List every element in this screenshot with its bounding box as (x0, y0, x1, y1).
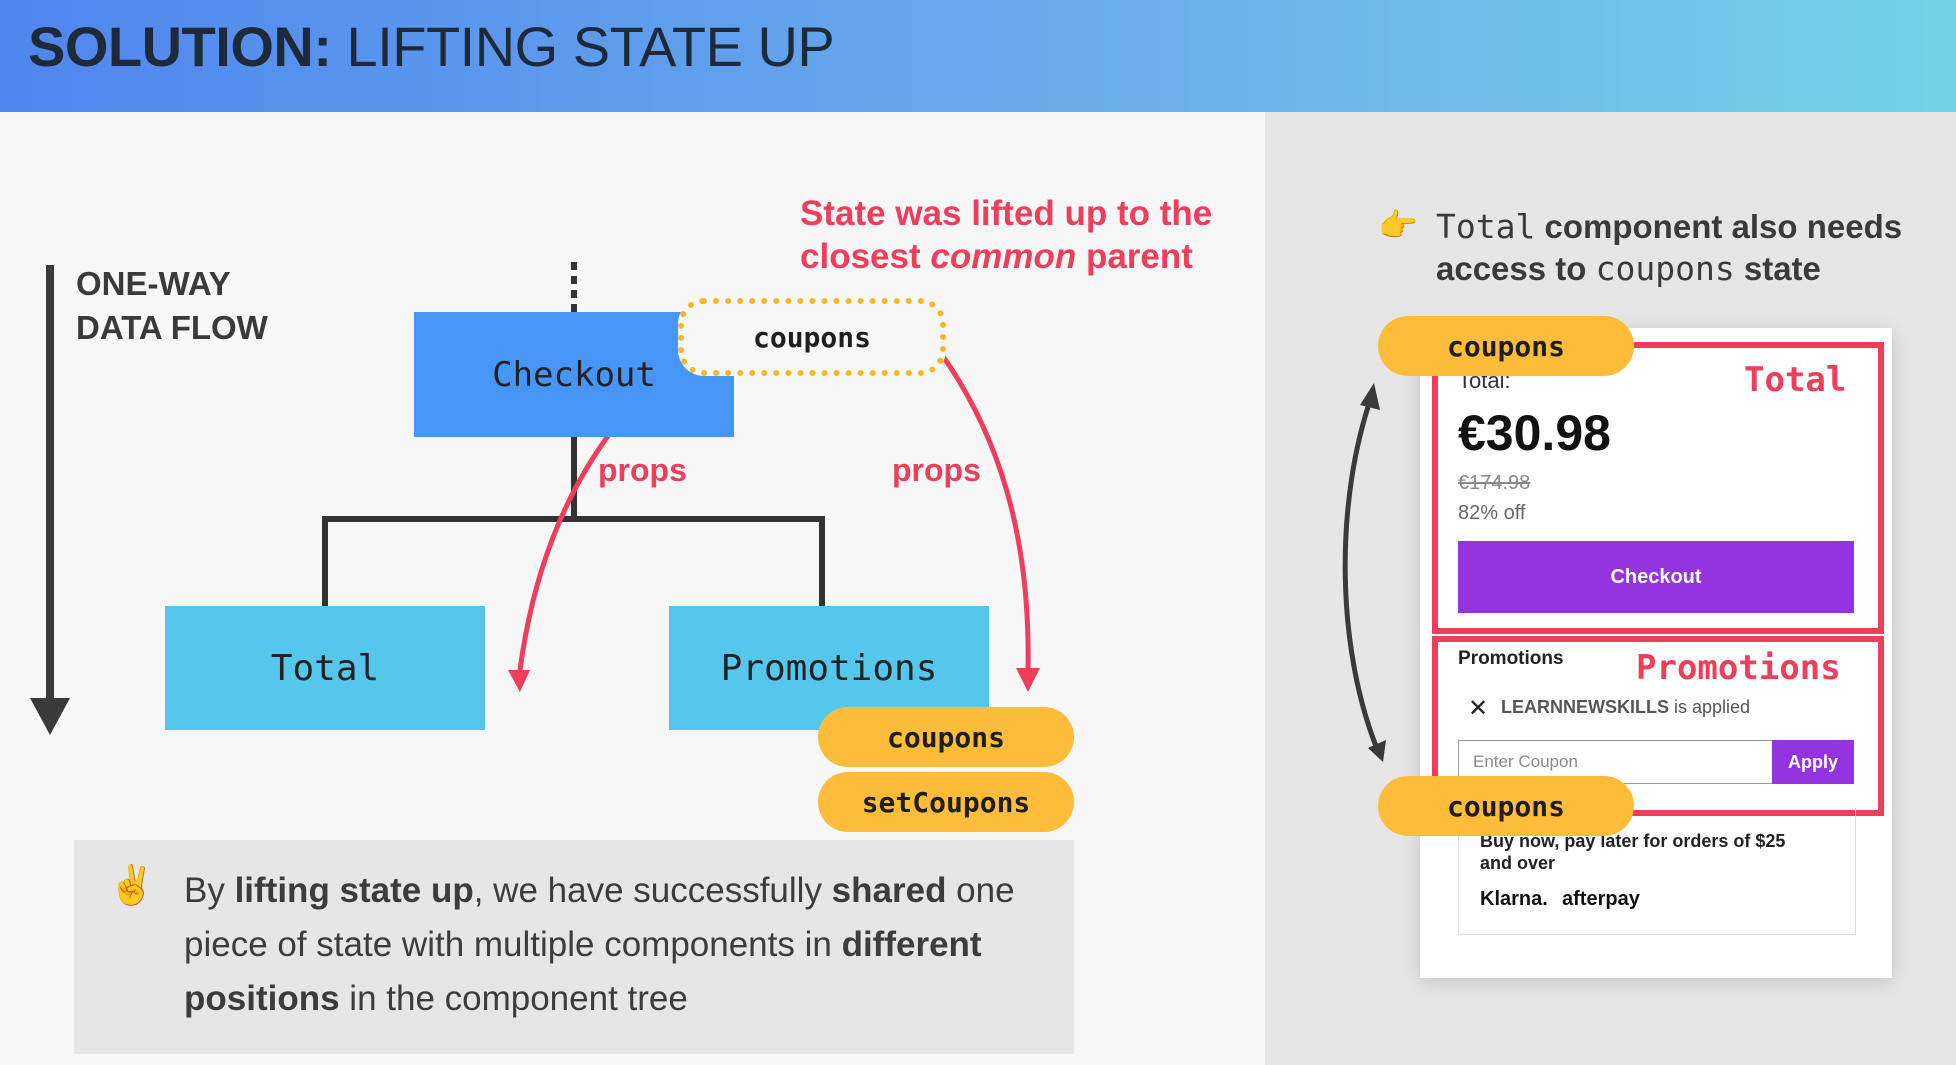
coupons-pill-promotions: coupons (1378, 776, 1634, 836)
promotions-frame (1432, 636, 1884, 816)
summary-text: By lifting state up, we have successfull… (184, 871, 1015, 1018)
share-arrow (1342, 394, 1383, 757)
props-label-right: props (892, 452, 981, 488)
set-coupons-prop-pill: setCoupons (818, 772, 1074, 832)
share-arrow-head-top (1360, 383, 1380, 410)
coupons-pill-total: coupons (1378, 316, 1634, 376)
checkout-card-screenshot (1420, 328, 1892, 978)
promotions-tag: Promotions (1636, 648, 1841, 688)
checkout-button[interactable]: Checkout (1458, 541, 1854, 613)
apply-button[interactable]: Apply (1772, 740, 1854, 784)
props-label-left: props (598, 452, 687, 488)
victory-hand-icon: ✌️ (108, 865, 156, 907)
tree-connector-right (574, 516, 825, 606)
bnpl-box (1458, 808, 1856, 935)
summary-note: ✌️ By lifting state up, we have successf… (74, 840, 1074, 1054)
promotions-label: Promotions (1458, 648, 1564, 669)
close-icon[interactable]: ✕ (1468, 695, 1489, 722)
klarna-logo: Klarna. (1480, 888, 1548, 910)
total-frame (1432, 342, 1884, 634)
old-price: €174.98 (1458, 472, 1531, 494)
applied-coupon: LEARNNEWSKILLS is applied (1501, 697, 1751, 717)
header-bar: SOLUTION: LIFTING STATE UP (0, 0, 1956, 112)
total-tag: Total (1744, 360, 1847, 400)
total-node: Total (165, 606, 485, 730)
discount-label: 82% off (1458, 502, 1526, 524)
pointing-right-icon: 👉 (1378, 207, 1418, 243)
lifted-state-note: State was lifted up to the closest commo… (800, 194, 1213, 276)
page-title: SOLUTION: LIFTING STATE UP (28, 15, 835, 78)
total-price: €30.98 (1458, 405, 1611, 461)
afterpay-logo: afterpay (1562, 888, 1640, 910)
coupons-state: coupons (678, 298, 946, 376)
coupons-prop-pill: coupons (818, 707, 1074, 767)
share-arrow-head-bottom (1368, 740, 1386, 762)
props-arrow-left-head (508, 670, 530, 692)
props-arrow-right (937, 350, 1031, 671)
props-arrow-right-head (1016, 668, 1040, 692)
flow-arrow-head (30, 698, 70, 735)
side-explanation: Total component also needs access to cou… (1436, 207, 1903, 288)
tree-connector-left (322, 437, 577, 606)
